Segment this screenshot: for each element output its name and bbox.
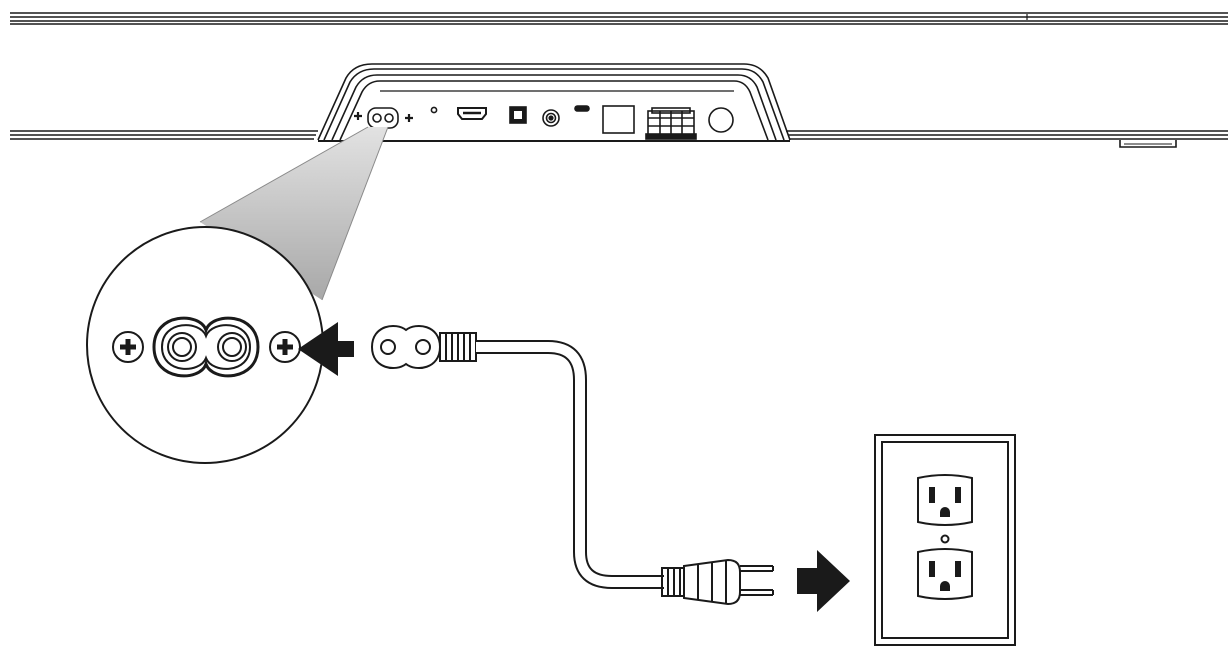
soundbar-foot	[1119, 140, 1177, 148]
connector-housing	[317, 63, 791, 141]
receptacle-lower	[917, 548, 973, 600]
aux-port	[542, 109, 560, 127]
screw-icon	[405, 114, 413, 122]
soundbar-rear-panel	[10, 12, 1228, 148]
pairing-button	[430, 106, 438, 114]
insert-cord-arrow	[298, 322, 354, 376]
power-cord	[370, 325, 774, 606]
port-row	[354, 105, 734, 140]
sub-connector	[645, 107, 697, 140]
power-inlet-zoom	[86, 226, 324, 464]
cord-plug	[661, 558, 774, 606]
screw-icon	[269, 331, 301, 363]
cable	[476, 340, 664, 589]
round-port	[708, 107, 734, 133]
receptacle-upper	[917, 474, 973, 526]
wall-outlet	[874, 434, 1016, 646]
zoom-cone	[200, 127, 388, 300]
plug-into-outlet-arrow	[797, 550, 850, 612]
power-inlet	[354, 107, 413, 129]
figure-8-inlet	[152, 316, 260, 378]
hdmi-port	[457, 107, 487, 120]
cord-connector-head	[370, 325, 477, 369]
ethernet-port	[602, 105, 635, 134]
screw-icon	[354, 112, 362, 120]
outlet-plate-outer	[874, 434, 1016, 646]
outlet-screw-icon	[940, 534, 950, 544]
outlet-plate-inner	[881, 441, 1009, 639]
screw-icon	[112, 331, 144, 363]
usb-port	[574, 105, 590, 112]
